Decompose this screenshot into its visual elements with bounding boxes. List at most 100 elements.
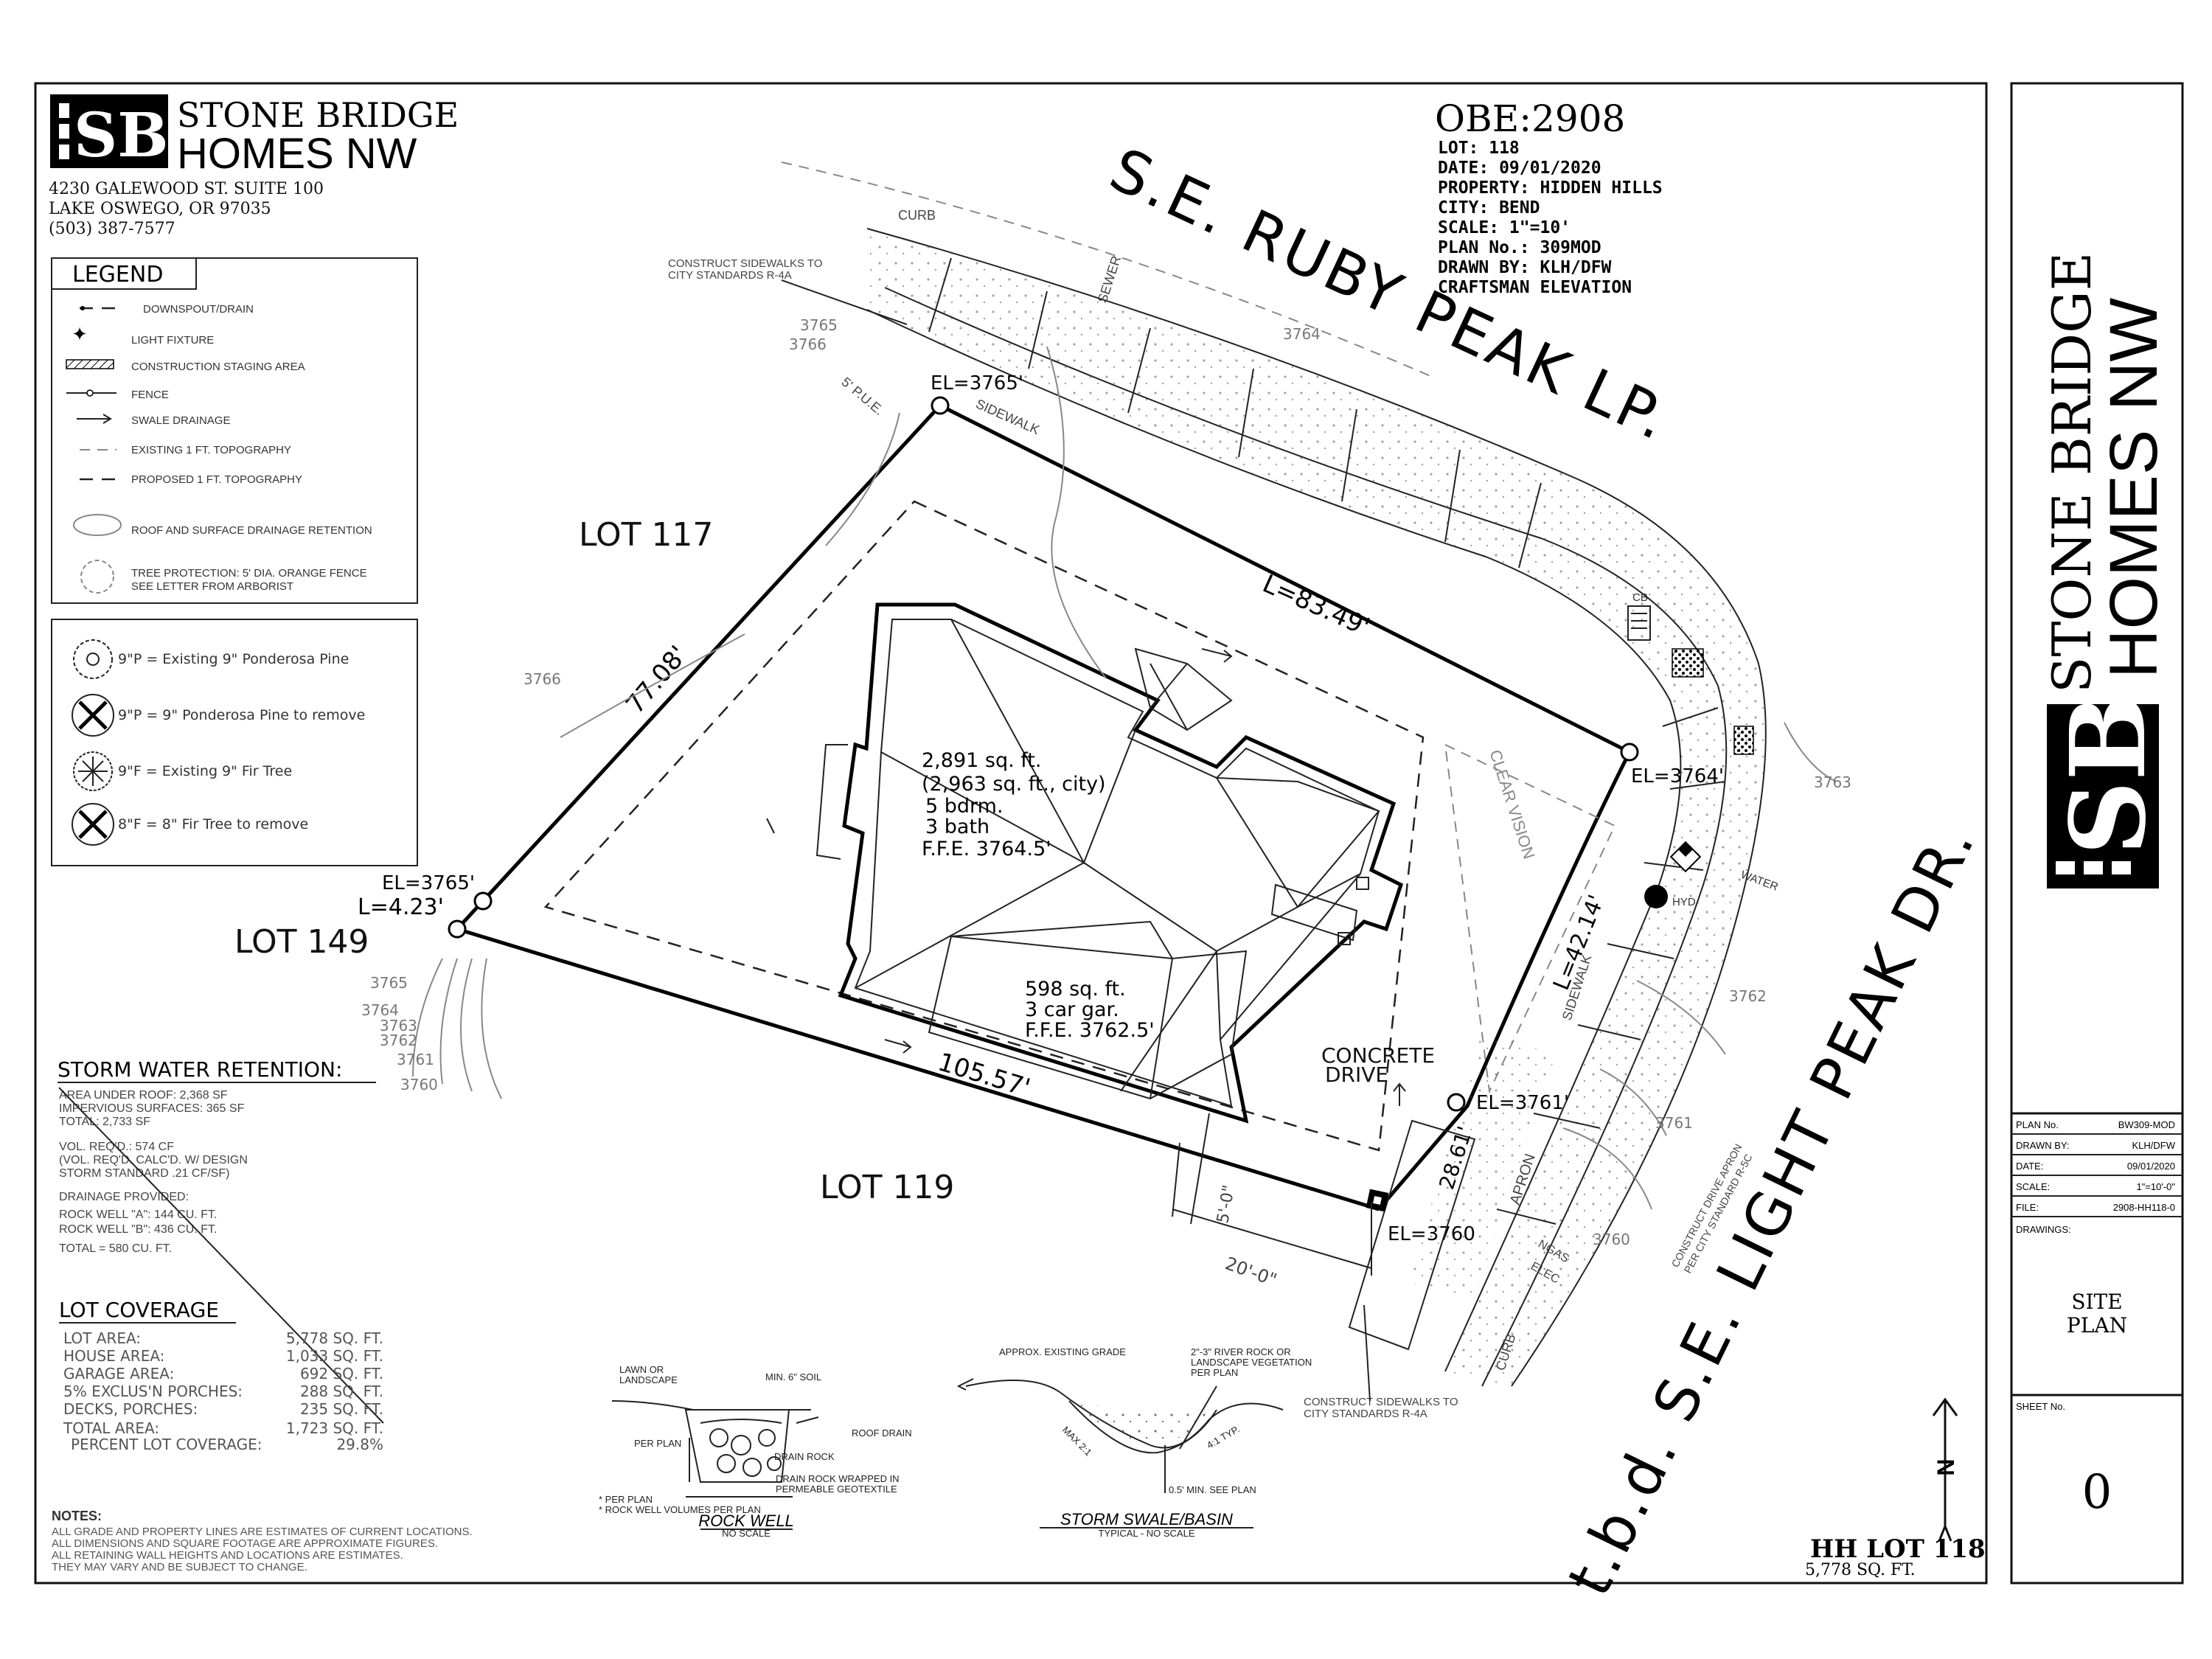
legend-title: LEGEND — [72, 262, 163, 288]
legend-item-tree-protection: TREE PROTECTION: 5' DIA. ORANGE FENCE — [131, 567, 367, 580]
hydrant-label: HYD — [1672, 896, 1696, 908]
pue-label: 5' P.U.E. — [838, 375, 886, 418]
coverage-label: TOTAL AREA: — [63, 1419, 159, 1437]
tb-label-drawn: DRAWN BY: — [2016, 1140, 2069, 1151]
note-line: ALL GRADE AND PROPERTY LINES ARE ESTIMAT… — [52, 1526, 473, 1538]
curb-label-top: CURB — [898, 208, 936, 223]
plan-info-scale: SCALE: 1"=10' — [1438, 218, 1571, 237]
garage-type: 3 car gar. — [1025, 998, 1119, 1021]
lot-149-label: LOT 149 — [234, 923, 369, 961]
topo-label: 3761 — [1655, 1114, 1693, 1132]
legend-item-existing-topo: EXISTING 1 FT. TOPOGRAPHY — [131, 444, 291, 456]
company-logo: SB — [50, 94, 169, 171]
storm-line: ROCK WELL "A": 144 CU. FT. — [59, 1208, 217, 1221]
boundary-south-length: 105.57' — [934, 1047, 1033, 1103]
rock-well-title: ROCK WELL — [698, 1512, 794, 1530]
topo-label: 3762 — [380, 1032, 417, 1049]
curb-extension — [781, 161, 1431, 377]
storm-line: AREA UNDER ROOF: 2,368 SF — [59, 1089, 228, 1102]
coverage-label: PERCENT LOT COVERAGE: — [71, 1436, 262, 1453]
tree-key-box: 9"P = Existing 9" Ponderosa Pine 9"P = 9… — [51, 619, 418, 866]
tb-drawing-name-2: PLAN — [2067, 1313, 2127, 1338]
legend-item-downspout: DOWNSPOUT/DRAIN — [143, 303, 254, 316]
topo-labels: 3765 3766 3764 3766 3765 3764 3763 3762 … — [361, 316, 1851, 1248]
swale-grade: APPROX. EXISTING GRADE — [999, 1346, 1126, 1357]
topo-label: 3765 — [370, 974, 408, 992]
swale-subtitle: TYPICAL - NO SCALE — [1099, 1528, 1195, 1539]
garage-area: 598 sq. ft. — [1025, 978, 1126, 1001]
drive-dim-20: 20'-0" — [1222, 1253, 1279, 1290]
existing-pine-icon — [73, 639, 113, 679]
storm-line: (VOL. REQ'D. CALC'D. W/ DESIGN — [59, 1154, 248, 1166]
tb-value-file: 2908-HH118-0 — [2113, 1202, 2175, 1213]
rock-well-drain-rock: DRAIN ROCK — [774, 1451, 835, 1462]
storm-water-lines: AREA UNDER ROOF: 2,368 SF IMPERVIOUS SUR… — [59, 1089, 248, 1255]
topo-contours — [412, 346, 1837, 1210]
swale-arrows — [766, 648, 1406, 1106]
boundary-corners — [448, 396, 1639, 1112]
north-label: N — [1933, 1458, 1959, 1475]
coverage-label: 5% EXCLUS'N PORCHES: — [63, 1382, 243, 1400]
curb-grate-icon-2 — [1733, 726, 1754, 755]
tree-key-2: 9"P = 9" Ponderosa Pine to remove — [118, 707, 365, 723]
topo-label: 3766 — [789, 335, 827, 353]
coverage-value: 1,723 SQ. FT. — [286, 1419, 383, 1437]
clear-vision-label: CLEAR VISION — [1486, 748, 1538, 861]
house-baths: 3 bath — [925, 815, 990, 838]
rock-well-note2: * ROCK WELL VOLUMES PER PLAN — [599, 1504, 761, 1515]
tb-value-scale: 1"=10'-0" — [2136, 1181, 2175, 1192]
coverage-value: 235 SQ. FT. — [300, 1400, 383, 1418]
remove-fir-icon — [72, 803, 114, 846]
storm-line: DRAINAGE PROVIDED: — [59, 1191, 189, 1203]
note-line: ALL DIMENSIONS AND SQUARE FOOTAGE ARE AP… — [52, 1537, 438, 1550]
boundary-west-length: 77.08' — [620, 640, 693, 719]
legend-item-fence: FENCE — [131, 389, 169, 401]
rock-well-note1: * PER PLAN — [599, 1494, 653, 1505]
construct-sidewalk-top-1: CONSTRUCT SIDEWALKS TO — [668, 257, 822, 270]
topo-label: 3763 — [380, 1017, 417, 1034]
construct-sidewalk-top-2: CITY STANDARDS R-4A — [668, 269, 792, 282]
plan-info-city: CITY: BEND — [1438, 198, 1540, 218]
topo-label: 3766 — [524, 670, 561, 688]
rock-well-geo1: DRAIN ROCK WRAPPED IN — [776, 1473, 900, 1484]
storm-water-title: STORM WATER RETENTION: — [58, 1057, 342, 1082]
topo-label: 3760 — [1593, 1231, 1630, 1248]
coverage-value: 288 SQ. FT. — [300, 1382, 383, 1400]
tree-key-1: 9"P = Existing 9" Ponderosa Pine — [118, 651, 349, 667]
rock-well-roof-drain: ROOF DRAIN — [852, 1427, 912, 1439]
company-address2: LAKE OSWEGO, OR 97035 — [49, 200, 271, 218]
storm-swale-detail — [956, 1378, 1284, 1493]
swale-max: MAX 2:1 — [1060, 1425, 1094, 1458]
swale-title: STORM SWALE/BASIN — [1060, 1510, 1233, 1528]
title-block-frame — [2010, 82, 2184, 1585]
swale-river1: 2"-3" RIVER ROCK OR — [1191, 1346, 1291, 1357]
company-address1: 4230 GALEWOOD ST. SUITE 100 — [49, 180, 324, 198]
title-logo-letters: SB — [2048, 694, 2169, 855]
notes-lines: ALL GRADE AND PROPERTY LINES ARE ESTIMAT… — [52, 1526, 473, 1573]
lot-coverage-table: LOT AREA: 5,778 SQ. FT. HOUSE AREA: 1,03… — [63, 1329, 383, 1453]
coverage-label: GARAGE AREA: — [63, 1365, 174, 1382]
topo-label: 3761 — [397, 1051, 434, 1068]
north-arrow-icon — [1932, 1397, 1958, 1542]
light-fixture-icon: ✦ — [72, 324, 88, 346]
construct-sidewalk-bottom-2: CITY STANDARDS R-4A — [1304, 1408, 1427, 1420]
house-area: 2,891 sq. ft. — [922, 749, 1041, 772]
title-company-line1: STONE BRIDGE — [2041, 252, 2103, 693]
note-line: ALL RETAINING WALL HEIGHTS AND LOCATIONS… — [52, 1549, 403, 1562]
tree-key-4: 8"F = 8" Fir Tree to remove — [118, 816, 308, 832]
company-phone: (503) 387-7577 — [49, 220, 175, 238]
elevation-ne: EL=3764' — [1631, 765, 1724, 787]
house-area-city: (2,963 sq. ft., city) — [922, 773, 1106, 796]
tb-value-date: 09/01/2020 — [2127, 1161, 2175, 1172]
clear-vision-triangle — [1444, 743, 1616, 1094]
storm-line: ROCK WELL "B": 436 CU. FT. — [59, 1223, 217, 1236]
plan-info-lot: LOT: 118 — [1438, 139, 1520, 158]
house-ffe: F.F.E. 3764.5' — [922, 838, 1051, 860]
coverage-label: HOUSE AREA: — [63, 1347, 164, 1365]
hh-lot-label: HH LOT 118 — [1810, 1534, 1986, 1564]
setback-envelope — [543, 500, 1425, 1152]
coverage-label: LOT AREA: — [63, 1329, 141, 1347]
rock-well-lawn: LAWN OR — [619, 1364, 664, 1375]
garage-ffe: F.F.E. 3762.5' — [1025, 1019, 1155, 1042]
catch-basin-label: CB — [1632, 591, 1648, 604]
